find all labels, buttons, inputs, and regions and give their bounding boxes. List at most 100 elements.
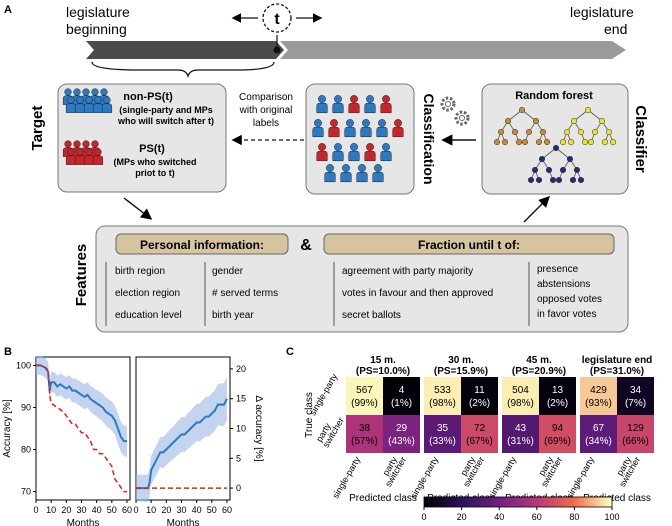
ps-people-icon xyxy=(62,140,104,165)
y-tick-label: 80 xyxy=(21,445,31,455)
colorbar-segment xyxy=(508,497,513,507)
person-head xyxy=(350,143,358,151)
tree-node xyxy=(581,138,589,146)
person-head xyxy=(94,148,102,156)
matrix-cell xyxy=(383,377,420,415)
cell-percent: (98%) xyxy=(429,398,456,409)
person-body xyxy=(332,102,344,114)
tree-node xyxy=(609,138,617,146)
cell-count: 567 xyxy=(356,385,373,396)
tree-node xyxy=(545,166,553,174)
tree-node xyxy=(567,138,575,146)
colorbar-segment xyxy=(449,497,453,507)
matrix-cell xyxy=(346,377,383,415)
person-head xyxy=(362,119,370,127)
matrix-cell xyxy=(461,415,498,453)
x-tick-label: 50 xyxy=(207,505,217,515)
person-head xyxy=(76,96,84,104)
y-axis-label: Accuracy [%] xyxy=(2,399,13,458)
person-head xyxy=(64,88,72,96)
person-head xyxy=(100,88,108,96)
person-body xyxy=(74,155,86,165)
series-line-blue xyxy=(136,398,228,490)
colorbar-segment xyxy=(536,497,541,507)
x-tick-label: 30 xyxy=(76,505,86,515)
tree-node xyxy=(525,128,533,136)
person-body xyxy=(316,150,328,162)
fraction-col1-item: votes in favour and then approved xyxy=(342,288,493,299)
person-body xyxy=(92,103,104,113)
colorbar-segment xyxy=(608,497,613,507)
tree-node xyxy=(552,144,560,152)
tree-node xyxy=(538,155,546,163)
person-head xyxy=(67,148,75,156)
colorbar-segment xyxy=(452,497,456,507)
colorbar-segment xyxy=(467,497,472,507)
person-head xyxy=(374,164,382,172)
colorbar-segment xyxy=(518,497,522,507)
person-body xyxy=(360,126,372,138)
matrix-cell xyxy=(424,377,461,415)
series-line-blue xyxy=(36,364,127,443)
colorbar-segment xyxy=(427,497,431,507)
non-ps-people-icon xyxy=(62,88,113,113)
random-forest-label: Random forest xyxy=(515,90,593,102)
colorbar-segment xyxy=(596,497,600,507)
colorbar-segment xyxy=(599,497,604,507)
colorbar-segment xyxy=(514,497,519,507)
person-body xyxy=(340,171,352,183)
y-tick-label: 70 xyxy=(21,487,31,497)
colorbar-segment xyxy=(546,497,550,507)
target-title: Target xyxy=(29,106,46,151)
fraction-col2-item: abstensions xyxy=(537,279,590,290)
cell-percent: (93%) xyxy=(585,398,612,409)
matrix-cell xyxy=(424,415,461,453)
tree-node xyxy=(521,138,529,146)
person-body xyxy=(380,150,392,162)
cell-count: 504 xyxy=(512,385,529,396)
colorbar-segment xyxy=(502,497,506,507)
cell-percent: (1%) xyxy=(391,398,412,409)
person-head xyxy=(103,96,111,104)
tree-node xyxy=(518,106,526,114)
person-head xyxy=(334,143,342,151)
fraction-col2-item: in favor votes xyxy=(537,309,596,320)
colorbar-segment xyxy=(496,497,500,507)
tree-node xyxy=(497,128,505,136)
tree-node xyxy=(543,138,551,146)
matrix-cell xyxy=(502,415,539,453)
person-body xyxy=(332,150,344,162)
x-tick-label: 40 xyxy=(92,505,102,515)
colorbar-segment xyxy=(539,497,544,507)
random-forest-trees-icon xyxy=(493,106,617,184)
personal-info-header-box xyxy=(115,233,289,255)
colorbar-segment xyxy=(580,497,585,507)
colorbar-segment xyxy=(436,497,441,507)
person-body xyxy=(92,155,104,165)
matrix-cell xyxy=(617,415,654,453)
cell-percent: (99%) xyxy=(351,398,378,409)
cell-percent: (7%) xyxy=(625,398,646,409)
tree-node xyxy=(535,176,543,184)
timeline-bar xyxy=(86,41,626,59)
person-body xyxy=(372,171,384,183)
matrix-cell xyxy=(383,415,420,453)
y-tick-label: 15 xyxy=(236,394,246,404)
person-head xyxy=(67,96,75,104)
colorbar-tick-label: 0 xyxy=(421,512,426,522)
person-head xyxy=(85,96,93,104)
x-tick-label: 20 xyxy=(61,505,71,515)
colorbar-segment xyxy=(424,497,428,507)
person-body xyxy=(344,126,356,138)
ps-title: PS(t) xyxy=(139,143,165,155)
person-body xyxy=(324,171,336,183)
matrix-cell xyxy=(502,377,539,415)
matrix-title: legislature end xyxy=(582,355,653,366)
colorbar-segment xyxy=(586,497,591,507)
tree-node xyxy=(535,138,543,146)
colorbar-segment xyxy=(527,497,532,507)
person-head xyxy=(82,140,90,148)
person-head xyxy=(85,148,93,156)
y-tick-label: 0 xyxy=(236,483,241,493)
